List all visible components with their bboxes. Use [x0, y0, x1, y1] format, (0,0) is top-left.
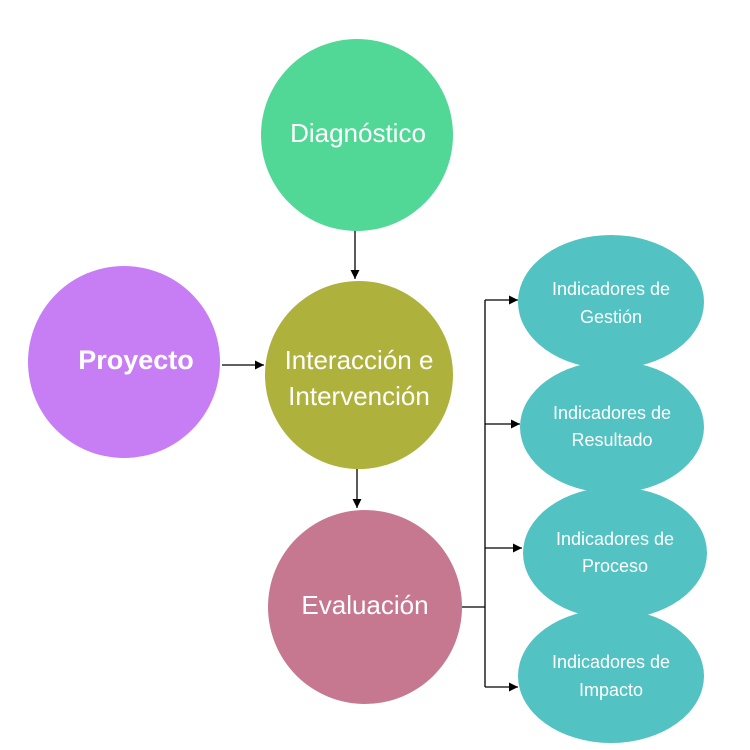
evaluacion-circle — [268, 510, 462, 704]
node-indicadores-gestion: Indicadores de Gestión — [518, 235, 704, 369]
indicador-gestion-ellipse — [518, 235, 704, 369]
indicador-resultado-label-line-1: Indicadores de — [553, 403, 671, 423]
indicador-gestion-label-line-1: Indicadores de — [552, 279, 670, 299]
diagnostico-label: Diagnóstico — [290, 118, 426, 148]
node-indicadores-impacto: Indicadores de Impacto — [518, 609, 704, 743]
connectors — [222, 230, 522, 692]
interaccion-circle — [265, 281, 453, 469]
indicador-resultado-ellipse — [520, 361, 704, 493]
node-indicadores-proceso: Indicadores de Proceso — [523, 487, 707, 619]
indicador-impacto-label-line-2: Impacto — [579, 680, 643, 700]
node-diagnostico: Diagnóstico — [261, 39, 453, 231]
indicador-impacto-ellipse — [518, 609, 704, 743]
interaccion-label-line-1: Interacción e — [285, 345, 434, 375]
indicador-proceso-label-line-2: Proceso — [582, 556, 648, 576]
proyecto-circle — [28, 266, 220, 458]
evaluacion-label: Evaluación — [301, 590, 428, 620]
proyecto-label: Proyecto — [78, 345, 194, 375]
indicador-gestion-label-line-2: Gestión — [580, 307, 642, 327]
node-interaccion-intervencion: Interacción e Intervención — [265, 281, 453, 469]
node-proyecto: Proyecto — [28, 266, 220, 458]
node-evaluacion: Evaluación — [268, 510, 462, 704]
indicador-proceso-label-line-1: Indicadores de — [556, 529, 674, 549]
interaccion-label-line-2: Intervención — [288, 381, 430, 411]
diagnostico-circle — [261, 39, 453, 231]
node-indicadores-resultado: Indicadores de Resultado — [520, 361, 704, 493]
indicador-impacto-label-line-1: Indicadores de — [552, 652, 670, 672]
indicador-resultado-label-line-2: Resultado — [571, 430, 652, 450]
indicador-proceso-ellipse — [523, 487, 707, 619]
